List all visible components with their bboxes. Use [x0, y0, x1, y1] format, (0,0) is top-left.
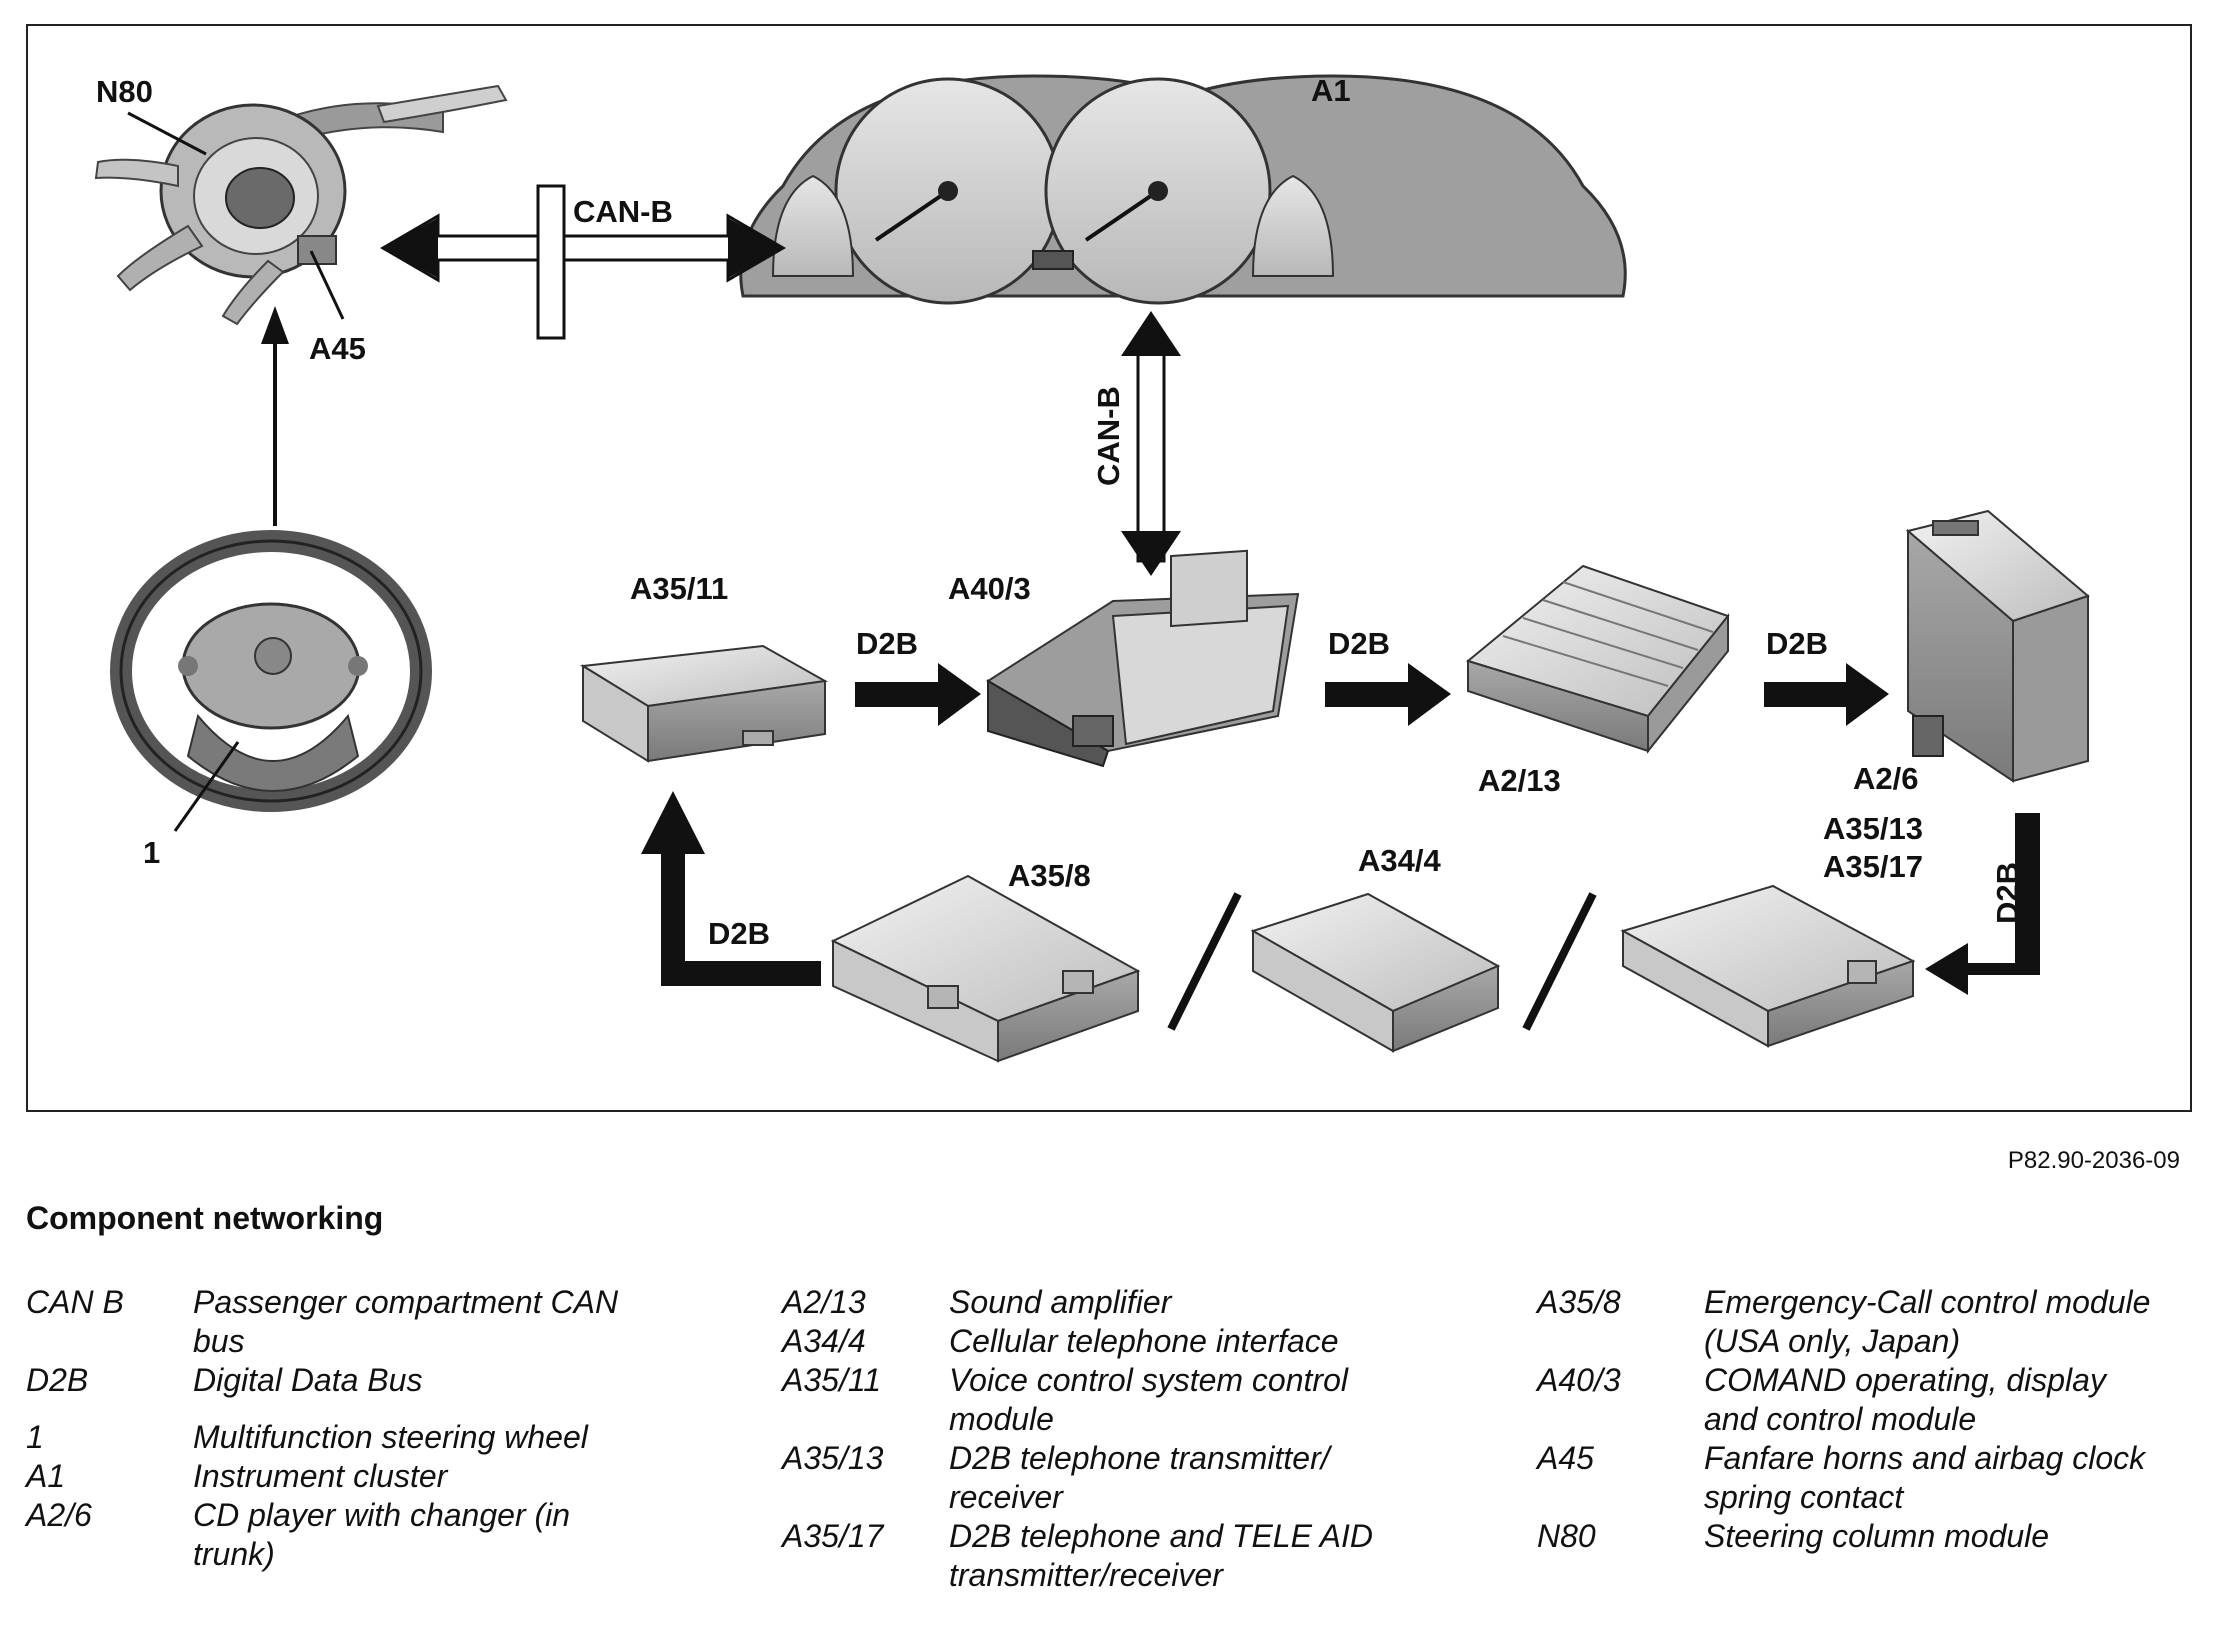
- legend-desc: Emergency-Call control module (USA only,…: [1704, 1284, 2151, 1359]
- bus-label-d2b-4: D2B: [1990, 862, 2025, 924]
- bus-label-can-b-horizontal: CAN-B: [573, 194, 673, 229]
- comand-module-a40-3: [986, 549, 1300, 768]
- label-a45: A45: [309, 331, 366, 366]
- sound-amplifier-a2-13: [1465, 564, 1730, 754]
- cellular-interface-a34-4: [1250, 892, 1501, 1053]
- legend-code: A40/3: [1537, 1362, 1621, 1398]
- legend-code: D2B: [26, 1362, 89, 1398]
- legend-code: A2/6: [26, 1497, 92, 1533]
- caption-title: Component networking: [26, 1200, 384, 1236]
- arrow-wheel-to-n80: [261, 306, 289, 526]
- legend-item: A1 Instrument cluster: [26, 1457, 653, 1496]
- legend-code: 1: [26, 1419, 44, 1455]
- can-b-arrow-horizontal: [380, 184, 786, 340]
- bus-label-d2b-3: D2B: [1766, 626, 1828, 661]
- legend-desc: Voice control system control module: [949, 1362, 1348, 1437]
- legend-code: A35/8: [1537, 1284, 1621, 1320]
- label-a40-3: A40/3: [948, 571, 1031, 606]
- legend-desc: Fanfare horns and airbag clock spring co…: [1704, 1440, 2146, 1515]
- bus-label-d2b-5: D2B: [708, 916, 770, 951]
- label-a2-13: A2/13: [1478, 763, 1561, 798]
- emergency-call-module-a35-8: [830, 874, 1141, 1063]
- separator-slash-right: [1522, 892, 1597, 1031]
- label-1: 1: [143, 835, 160, 870]
- legend-desc: Instrument cluster: [193, 1458, 448, 1494]
- label-a35-11: A35/11: [630, 571, 728, 606]
- legend-desc: CD player with changer (in trunk): [193, 1497, 571, 1572]
- legend-item: A34/4 Cellular telephone interface: [782, 1322, 1409, 1361]
- legend-item: A35/8 Emergency-Call control module (USA…: [1537, 1283, 2164, 1361]
- network-diagram: N80 A45 A1 CAN-B CAN-B: [94, 73, 2090, 1063]
- instrument-cluster-a1: [739, 74, 1627, 305]
- legend-code: N80: [1537, 1518, 1596, 1554]
- legend-code: A35/13: [782, 1440, 884, 1476]
- legend-desc: Digital Data Bus: [193, 1362, 423, 1398]
- legend-code: A2/13: [782, 1284, 866, 1320]
- legend-item: N80 Steering column module: [1537, 1517, 2164, 1556]
- label-a1: A1: [1311, 73, 1351, 108]
- legend-column-2: A2/13 Sound amplifier A34/4 Cellular tel…: [782, 1283, 1409, 1595]
- legend-item: CAN B Passenger compartment CAN bus: [26, 1283, 653, 1361]
- legend-desc: Sound amplifier: [949, 1284, 1172, 1320]
- d2b-arrow-4: [1925, 813, 2040, 995]
- legend-item: A40/3 COMAND operating, display and cont…: [1537, 1361, 2164, 1439]
- label-a35-13: A35/13: [1823, 811, 1923, 846]
- legend-column-3: A35/8 Emergency-Call control module (USA…: [1537, 1283, 2164, 1556]
- voice-control-module-a35-11: [579, 644, 829, 763]
- d2b-arrow-2: [1325, 663, 1451, 726]
- bus-label-d2b-1: D2B: [856, 626, 918, 661]
- multifunction-steering-wheel: [110, 530, 432, 812]
- legend-item: A35/13 D2B telephone transmitter/ receiv…: [782, 1439, 1409, 1517]
- bus-label-d2b-2: D2B: [1328, 626, 1390, 661]
- legend-desc: D2B telephone transmitter/ receiver: [949, 1440, 1330, 1515]
- legend-item: D2B Digital Data Bus: [26, 1361, 653, 1400]
- legend-code: A34/4: [782, 1323, 866, 1359]
- can-b-arrow-vertical: [1121, 311, 1181, 576]
- figure-code: P82.90-2036-09: [2007, 1147, 2180, 1174]
- legend-desc: Multifunction steering wheel: [193, 1419, 588, 1455]
- legend-desc: D2B telephone and TELE AID transmitter/r…: [949, 1518, 1373, 1593]
- legend-code: A35/17: [782, 1518, 884, 1554]
- label-n80: N80: [96, 74, 153, 109]
- legend-code: A1: [26, 1458, 66, 1494]
- bus-label-can-b-vertical: CAN-B: [1091, 386, 1126, 486]
- legend-item: 1 Multifunction steering wheel: [26, 1418, 653, 1457]
- legend-desc: Passenger compartment CAN bus: [193, 1284, 619, 1359]
- legend-desc: Cellular telephone interface: [949, 1323, 1339, 1359]
- d2b-arrow-3: [1764, 663, 1889, 726]
- steering-column-module-n80: [94, 84, 508, 326]
- label-a2-6: A2/6: [1853, 761, 1918, 796]
- legend-item: A35/11 Voice control system control modu…: [782, 1361, 1409, 1439]
- legend-desc: Steering column module: [1704, 1518, 2050, 1554]
- legend-code: A35/11: [782, 1362, 882, 1398]
- label-a35-17: A35/17: [1823, 849, 1923, 884]
- separator-slash-left: [1167, 892, 1242, 1031]
- cd-changer-a2-6: [1905, 509, 2090, 783]
- legend-item: A45 Fanfare horns and airbag clock sprin…: [1537, 1439, 2164, 1517]
- legend-column-1: CAN B Passenger compartment CAN bus D2B …: [26, 1283, 653, 1574]
- legend-item: A35/17 D2B telephone and TELE AID transm…: [782, 1517, 1409, 1595]
- legend-code: A45: [1537, 1440, 1594, 1476]
- d2b-arrow-5: [641, 791, 821, 986]
- label-a34-4: A34/4: [1358, 843, 1441, 878]
- legend-desc: COMAND operating, display and control mo…: [1704, 1362, 2106, 1437]
- legend-code: CAN B: [26, 1284, 124, 1320]
- label-a35-8: A35/8: [1008, 858, 1091, 893]
- d2b-arrow-1: [855, 663, 981, 726]
- legend-item: A2/13 Sound amplifier: [782, 1283, 1409, 1322]
- legend-item: A2/6 CD player with changer (in trunk): [26, 1496, 653, 1574]
- diagram-frame: N80 A45 A1 CAN-B CAN-B: [26, 24, 2192, 1112]
- telephone-transceiver-a35-13-a35-17: [1620, 884, 1916, 1048]
